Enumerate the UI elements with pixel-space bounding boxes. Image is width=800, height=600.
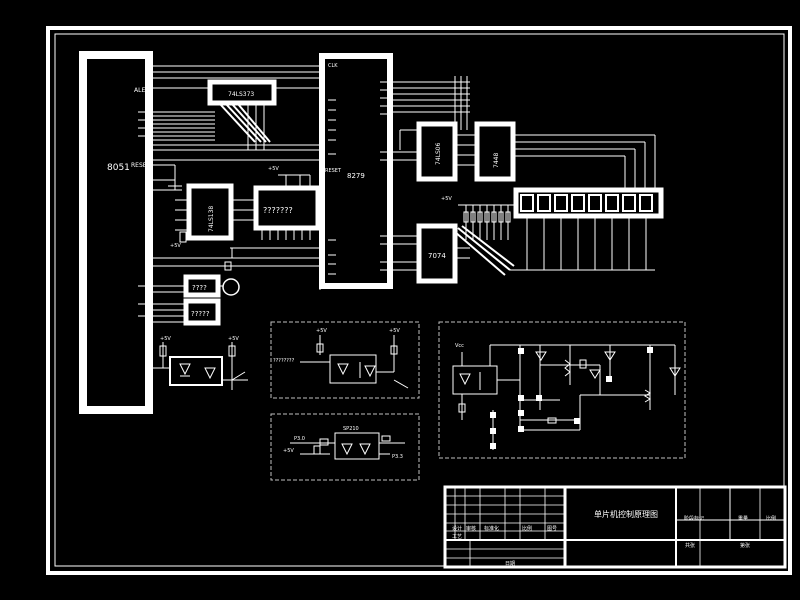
kbd-reset-label: RESET (325, 168, 342, 174)
sub-circuit-sp210: SP210 P3.0 P3.3 +5V (270, 413, 420, 481)
sp210-body (334, 432, 380, 460)
opto-2-body (452, 365, 498, 395)
vcc-opto-b: +5V (389, 328, 400, 334)
digit-1 (520, 194, 534, 212)
sub-circuit-power-driver: Vcc (438, 321, 686, 459)
bcd-body (474, 121, 516, 182)
tb-cell-2: 审核 (466, 525, 476, 532)
kbd-pin-marks (328, 81, 388, 275)
tb-cell-7: 共张 (685, 542, 695, 549)
tb-cell-9: 阶段标记 (684, 515, 704, 522)
decoder-74ls138: 74LS138 +5V (168, 165, 254, 249)
outer-border (46, 26, 792, 575)
tb-cell-12: 日期 (505, 561, 515, 567)
opto-bl-body (169, 356, 223, 386)
decoder-body (186, 183, 234, 241)
digit-8 (639, 194, 653, 212)
digit-5 (588, 194, 602, 212)
kbd-label: 8279 (347, 172, 365, 180)
clk-label: CLK (328, 63, 338, 69)
tb-cell-3: 工艺 (452, 534, 462, 540)
ic-small2-body (183, 298, 221, 326)
latch-body (207, 79, 277, 106)
mcu-pin-marks (138, 111, 146, 317)
bcd-decoder-7448: 7448 (474, 121, 656, 190)
driver2-body (416, 223, 458, 284)
ic-middle: ??????? +5V (230, 166, 322, 249)
display-frame (513, 187, 664, 219)
tb-cell-11: 比例 (766, 515, 776, 522)
port-b-label: P3.3 (392, 454, 403, 460)
tb-cell-1: 设计 (452, 525, 462, 532)
dashed-box-2 (270, 413, 420, 481)
bcd-label: 7448 (493, 153, 500, 168)
vcc-left-label: +5V (170, 243, 181, 249)
dashed-box-3 (438, 321, 686, 459)
digit-4 (571, 194, 585, 212)
ic-small-label: ???? (192, 284, 207, 292)
driver2-label: 7074 (428, 252, 446, 260)
drive-label: Vcc (455, 343, 464, 349)
digit-6 (605, 194, 619, 212)
ic-middle-label: ??????? (263, 206, 293, 215)
drawing-frame (46, 26, 792, 575)
driver-body (416, 121, 458, 182)
ic-small2-label: ????? (191, 310, 210, 318)
ale-label: ALE (134, 87, 145, 94)
decoder-label: 74LS138 (208, 206, 215, 232)
top-bus (150, 65, 320, 151)
dashed-box-1 (270, 321, 420, 399)
vcc-mid-label: +5V (268, 166, 279, 172)
tb-cell-5: 图号 (547, 526, 557, 532)
ic-small-upper: ???? (183, 274, 240, 298)
kbd-body (319, 53, 393, 289)
vcc-opto-a: +5V (316, 328, 327, 334)
title-block: 单片机控制原理图 设计 审核 工艺 比例 图号 标准化 共张 第张 阶段标记 重… (443, 485, 787, 569)
misc-wires (150, 159, 470, 290)
mcu-body (79, 51, 153, 414)
digit-7 (622, 194, 636, 212)
title-block-frame (443, 485, 787, 569)
digit-3 (554, 194, 568, 212)
ic-small-lower: ????? (183, 298, 221, 326)
title-block-title: 单片机控制原理图 (594, 509, 658, 519)
inner-border (54, 33, 785, 567)
subbox-label: ???????? (273, 358, 295, 364)
tb-cell-4: 比例 (522, 525, 532, 532)
opto-ic-label: SP210 (343, 426, 359, 432)
driver2-diagonal-outputs (454, 225, 515, 276)
opto-1-body (329, 354, 377, 384)
seven-segment-display-row (510, 187, 664, 271)
latch-label: 74LS373 (228, 91, 254, 98)
vcc-bl-1: +5V (160, 336, 171, 342)
mcu-label: 8051 (107, 163, 130, 173)
vcc-bl-2: +5V (228, 336, 239, 342)
vcc-right-label: +5V (441, 196, 452, 202)
latch-74ls373: 74LS373 (207, 79, 277, 150)
tb-cell-8: 第张 (740, 542, 750, 549)
driver-74ls06: 74LS06 (416, 121, 476, 182)
tb-cell-10: 重量 (738, 515, 748, 522)
right-bus (390, 76, 470, 271)
latch-outputs (219, 103, 271, 143)
reset-label: RESET (131, 162, 151, 169)
tb-cell-6: 标准化 (484, 525, 499, 532)
sub-circuit-opto-input: ???????? +5V +5V (270, 321, 420, 399)
vcc-sp-label: +5V (283, 448, 294, 454)
driver-7074: 7074 +5V (416, 196, 515, 284)
ic-middle-body (253, 185, 321, 231)
opto-bottom-left: +5V +5V (159, 336, 248, 390)
kbd-controller-8279: 8279 CLK RESET (319, 53, 393, 289)
digit-2 (537, 194, 551, 212)
port-a-label: P3.0 (294, 436, 305, 442)
crystal (222, 278, 240, 296)
driver-label: 74LS06 (435, 142, 442, 165)
